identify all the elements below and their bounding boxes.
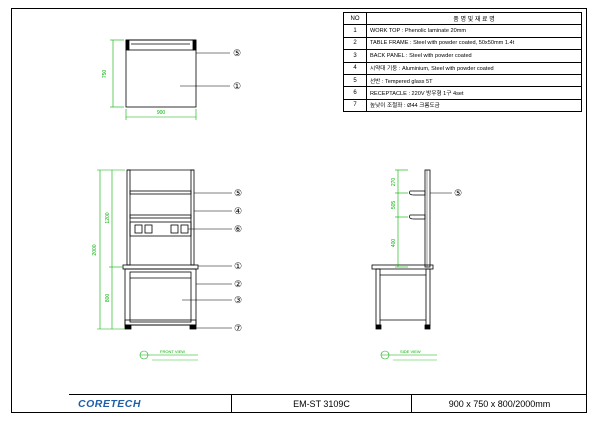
brand-name: CORETECH — [78, 397, 141, 410]
bom-row-desc: 높낮이 조절좌 : Ø44 크롬도금 — [366, 98, 582, 113]
side-callout-5: ⑤ — [454, 188, 462, 198]
bom-row: 7 높낮이 조절좌 : Ø44 크롬도금 — [343, 98, 582, 113]
product-size: 900 x 750 x 800/2000mm — [411, 395, 587, 413]
front-callout-3: ③ — [234, 295, 242, 305]
top-view-dimensions — [110, 39, 197, 120]
bom-header-row: NO 품 명 및 재 료 명 — [343, 11, 582, 26]
bom-row: 5 선반 : Tempered glass 5T — [343, 73, 582, 88]
side-rear-leg — [425, 268, 431, 326]
bom-row-no: 3 — [343, 49, 367, 63]
side-upper-shelf — [409, 190, 426, 196]
bom-row-no: 6 — [343, 86, 367, 100]
bom-row-desc: TABLE FRAME : Steel with powder coated, … — [366, 36, 582, 51]
brand-logo: CORETECH — [12, 394, 140, 413]
bom-row-desc: 선반 : Tempered glass 5T — [366, 73, 582, 88]
top-callout-5: ⑤ — [233, 48, 241, 58]
front-callout-5: ⑤ — [234, 188, 242, 198]
bom-row-no: 2 — [343, 36, 367, 51]
work-top — [122, 264, 199, 270]
leveler-right — [189, 324, 197, 330]
back-panel — [129, 271, 192, 323]
top-view-shelf — [127, 39, 195, 51]
front-callout-2: ② — [234, 279, 242, 289]
bom-row: 1 WORK TOP : Phenolic laminate 20mm — [343, 24, 582, 38]
title-block-brand-cell — [69, 395, 231, 413]
top-callout-1: ① — [233, 81, 241, 91]
front-view — [122, 169, 232, 330]
front-callout-1: ① — [234, 261, 242, 271]
front-view-label: FRONT VIEW — [160, 349, 185, 354]
table-frame — [124, 268, 197, 326]
receptacle-2 — [144, 224, 153, 234]
model-number: EM-ST 3109C — [231, 395, 411, 413]
side-view — [371, 169, 452, 330]
bom-row-desc: 시약대 기둥 : Aluminium, Steel with powder co… — [366, 61, 582, 75]
front-view-dimensions — [97, 169, 198, 361]
right-post — [190, 169, 195, 266]
bom-row-no: 1 — [343, 24, 367, 38]
side-work-top — [371, 264, 434, 270]
front-dim-lower: 800 — [105, 294, 111, 303]
front-callout-6: ⑥ — [234, 224, 242, 234]
leveler-left — [124, 324, 132, 330]
bom-row: 3 BACK PANEL : Steel with powder coated — [343, 49, 582, 63]
bom-row: 2 TABLE FRAME : Steel with powder coated… — [343, 36, 582, 51]
side-lower-shelf — [409, 214, 426, 220]
receptacle-panel — [129, 221, 192, 237]
side-dim-low: 400 — [391, 239, 397, 248]
bom-row-desc: BACK PANEL : Steel with powder coated — [366, 49, 582, 63]
side-dim-top: 270 — [391, 178, 397, 187]
bom-row-desc: WORK TOP : Phenolic laminate 20mm — [366, 24, 582, 38]
front-dim-total: 2000 — [92, 244, 98, 255]
bom-row-no: 4 — [343, 61, 367, 75]
bom-row-desc: RECEPTACLE : 220V 방우형 1구 4set — [366, 86, 582, 100]
lower-shelf — [129, 214, 192, 219]
bill-of-materials: NO 품 명 및 재 료 명 1 WORK TOP : Phenolic lam… — [343, 11, 582, 113]
front-dim-upper: 1200 — [105, 212, 111, 223]
side-front-leg — [375, 268, 381, 326]
top-view — [125, 39, 230, 108]
title-block: EM-ST 3109C 900 x 750 x 800/2000mm — [69, 394, 587, 413]
top-dim-depth: 750 — [102, 70, 108, 79]
bom-header-no: NO — [343, 11, 367, 26]
side-post — [424, 169, 431, 268]
receptacle-4 — [180, 224, 189, 234]
receptacle-3 — [170, 224, 179, 234]
bom-row-no: 7 — [343, 98, 367, 113]
receptacle-1 — [134, 224, 143, 234]
bom-header-name: 품 명 및 재 료 명 — [366, 11, 582, 26]
left-post — [126, 169, 131, 266]
side-dim-mid: 505 — [391, 201, 397, 210]
front-callout-7: ⑦ — [234, 323, 242, 333]
side-view-dimensions — [380, 169, 437, 361]
upper-shelf — [129, 190, 192, 195]
bom-row: 4 시약대 기둥 : Aluminium, Steel with powder … — [343, 61, 582, 75]
bom-row-no: 5 — [343, 73, 367, 88]
front-callout-4: ④ — [234, 206, 242, 216]
top-dim-width: 900 — [157, 110, 166, 116]
drawing-frame — [11, 8, 587, 413]
side-view-label: SIDE VIEW — [400, 349, 421, 354]
bom-row: 6 RECEPTACLE : 220V 방우형 1구 4set — [343, 86, 582, 100]
